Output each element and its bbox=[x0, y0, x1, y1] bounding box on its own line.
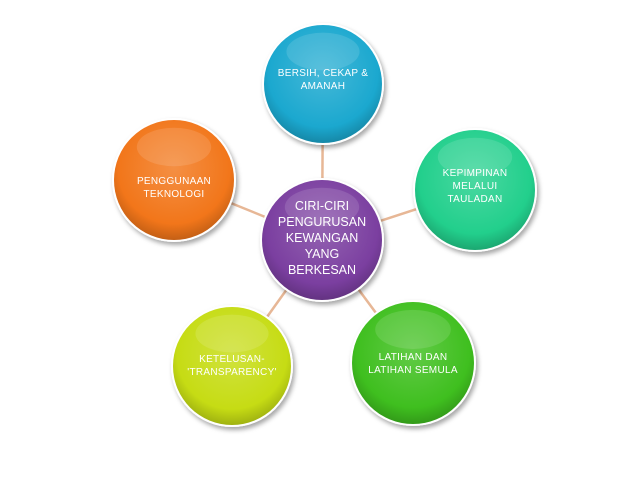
bersih-node-circle bbox=[264, 25, 382, 143]
latihan-node-circle bbox=[352, 302, 474, 424]
ketelusan-node: KETELUSAN- 'TRANSPARENCY' bbox=[171, 305, 293, 427]
center-label-line: CIRI-CIRI bbox=[295, 199, 349, 213]
teknologi-label-line: PENGGUNAAN bbox=[137, 176, 211, 187]
kepimpinan-node-circle bbox=[415, 130, 535, 250]
kepimpinan-node-label: KEPIMPINAN MELALUI TAULADAN bbox=[443, 168, 508, 205]
latihan-label-line: LATIHAN SEMULA bbox=[368, 365, 458, 376]
kepimpinan-label-line: MELALUI bbox=[453, 181, 498, 192]
kepimpinan-label-line: KEPIMPINAN bbox=[443, 168, 508, 179]
center-node-highlight bbox=[284, 187, 360, 227]
center-label-line: KEWANGAN bbox=[286, 231, 358, 245]
kepimpinan-node: KEPIMPINAN MELALUI TAULADAN bbox=[413, 128, 537, 252]
center-label-line: PENGURUSAN bbox=[278, 215, 366, 229]
ketelusan-node-highlight bbox=[195, 314, 269, 353]
bersih-node-highlight bbox=[286, 32, 360, 71]
center-node-circle bbox=[262, 180, 382, 300]
bersih-node-label: BERSIH, CEKAP & AMANAH bbox=[278, 68, 368, 92]
ketelusan-node-label: KETELUSAN- 'TRANSPARENCY' bbox=[187, 354, 277, 378]
ketelusan-label-line: 'TRANSPARENCY' bbox=[187, 367, 277, 378]
center-node-label: CIRI-CIRI PENGURUSAN KEWANGAN YANG BERKESAN bbox=[278, 199, 366, 277]
ketelusan-node-circle bbox=[173, 307, 291, 425]
teknologi-node-highlight bbox=[136, 127, 212, 167]
teknologi-node-label: PENGGUNAAN TEKNOLOGI bbox=[137, 176, 211, 200]
teknologi-label-line: TEKNOLOGI bbox=[143, 189, 204, 200]
latihan-node: LATIHAN DAN LATIHAN SEMULA bbox=[350, 300, 476, 426]
teknologi-node-circle bbox=[114, 120, 234, 240]
center-label-line: YANG bbox=[305, 247, 340, 261]
bersih-node: BERSIH, CEKAP & AMANAH bbox=[262, 23, 384, 145]
ketelusan-label-line: KETELUSAN- bbox=[199, 354, 265, 365]
latihan-label-line: LATIHAN DAN bbox=[379, 352, 448, 363]
latihan-node-highlight bbox=[375, 309, 451, 349]
center-label-line: BERKESAN bbox=[288, 263, 356, 277]
bersih-label-line: BERSIH, CEKAP & bbox=[278, 68, 368, 79]
diagram-nodes: BERSIH, CEKAP & AMANAH KEPIMPINAN MELALUI TA… bbox=[112, 23, 537, 427]
bersih-label-line: AMANAH bbox=[301, 81, 346, 92]
latihan-node-label: LATIHAN DAN LATIHAN SEMULA bbox=[368, 352, 458, 376]
kepimpinan-label-line: TAULADAN bbox=[447, 194, 502, 205]
kepimpinan-node-highlight bbox=[437, 137, 513, 177]
teknologi-node: PENGGUNAAN TEKNOLOGI bbox=[112, 118, 236, 242]
center-node: CIRI-CIRI PENGURUSAN KEWANGAN YANG BERKESAN bbox=[260, 178, 384, 302]
